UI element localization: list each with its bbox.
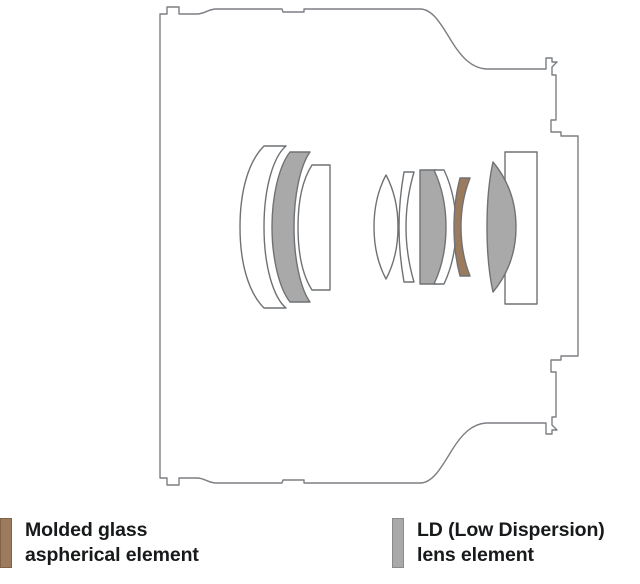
element-8-molded-aspherical-meniscus bbox=[453, 177, 471, 277]
legend-item-molded-glass: Molded glass aspherical element bbox=[0, 518, 199, 568]
legend-item-label: LD (Low Dispersion) lens element bbox=[417, 518, 605, 568]
legend: Molded glass aspherical element LD (Low … bbox=[0, 492, 640, 584]
legend-item-label: Molded glass aspherical element bbox=[25, 518, 199, 568]
lens-cross-section-svg bbox=[159, 6, 579, 486]
element-9-ld-plano-convex bbox=[486, 161, 517, 293]
molded-glass-aspherical-swatch bbox=[0, 518, 12, 568]
element-2-ld-meniscus bbox=[271, 151, 311, 303]
front-group bbox=[239, 145, 331, 309]
middle-group bbox=[373, 169, 471, 285]
legend-line-1: Molded glass bbox=[25, 519, 148, 541]
legend-item-ld-element: LD (Low Dispersion) lens element bbox=[392, 518, 605, 568]
legend-line-2: lens element bbox=[417, 544, 534, 566]
ld-lens-element-swatch bbox=[392, 518, 404, 568]
rear-group bbox=[486, 151, 538, 305]
legend-line-1: LD (Low Dispersion) bbox=[417, 519, 605, 541]
element-7-white-meniscus bbox=[433, 169, 457, 285]
lens-barrel-outline bbox=[159, 6, 579, 486]
lens-diagram bbox=[159, 6, 579, 486]
element-1-white-meniscus bbox=[239, 145, 287, 309]
element-3-white-meniscus bbox=[297, 164, 331, 291]
element-5-white-thin-meniscus bbox=[398, 171, 415, 283]
legend-line-2: aspherical element bbox=[25, 544, 199, 566]
element-4-white-biconvex bbox=[373, 174, 399, 280]
